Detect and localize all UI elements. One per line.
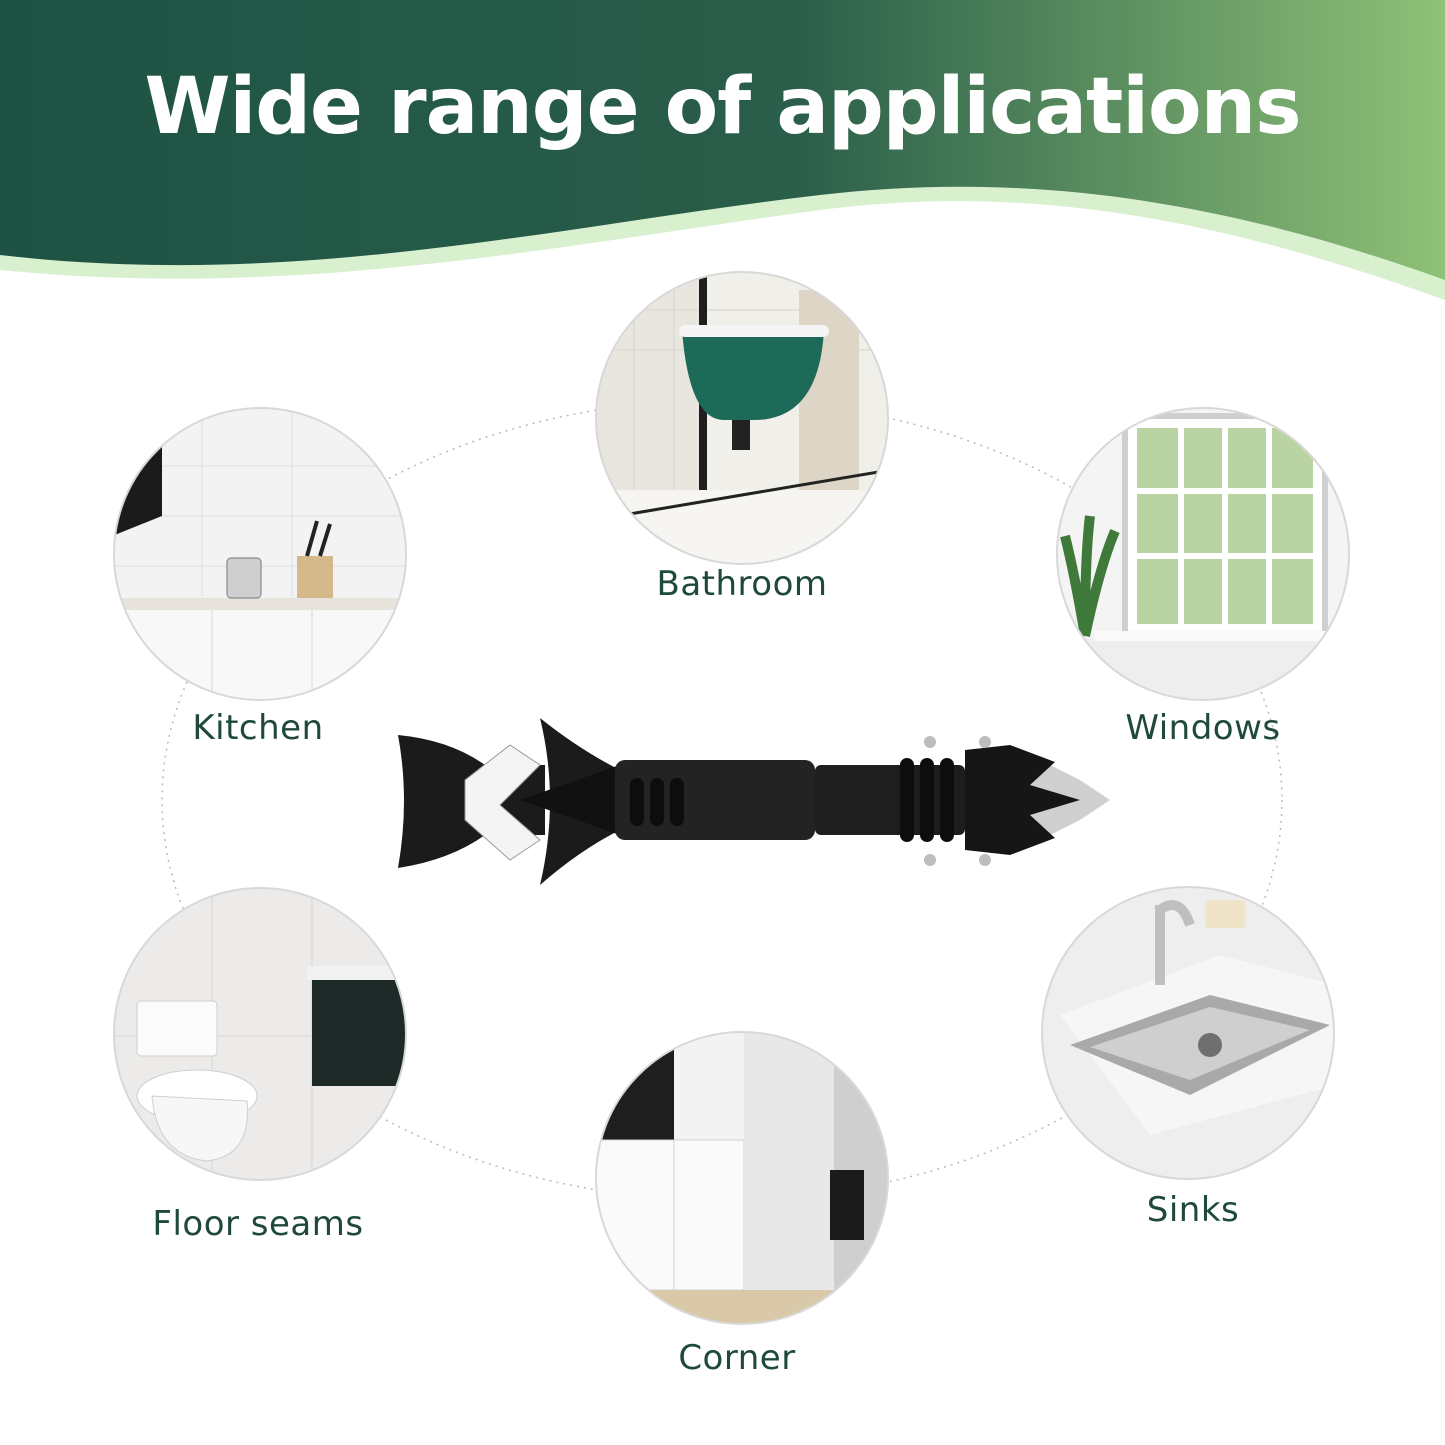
label-kitchen: Kitchen bbox=[192, 708, 324, 748]
kitchen-scene-icon bbox=[113, 407, 407, 701]
caulking-tool-icon bbox=[398, 718, 1110, 885]
label-windows: Windows bbox=[1125, 708, 1281, 748]
toilet-scene-icon bbox=[113, 887, 407, 1181]
header-banner bbox=[0, 0, 1445, 300]
label-bathroom: Bathroom bbox=[656, 564, 828, 604]
bathtub-scene-icon bbox=[595, 271, 889, 565]
page-title: Wide range of applications bbox=[144, 62, 1301, 152]
label-corner: Corner bbox=[678, 1338, 796, 1378]
label-sinks: Sinks bbox=[1146, 1190, 1240, 1230]
corner-scene-icon bbox=[595, 1031, 889, 1325]
window-scene-icon bbox=[1056, 407, 1350, 701]
sink-scene-icon bbox=[1041, 886, 1335, 1180]
label-floor-seams: Floor seams bbox=[152, 1204, 364, 1244]
